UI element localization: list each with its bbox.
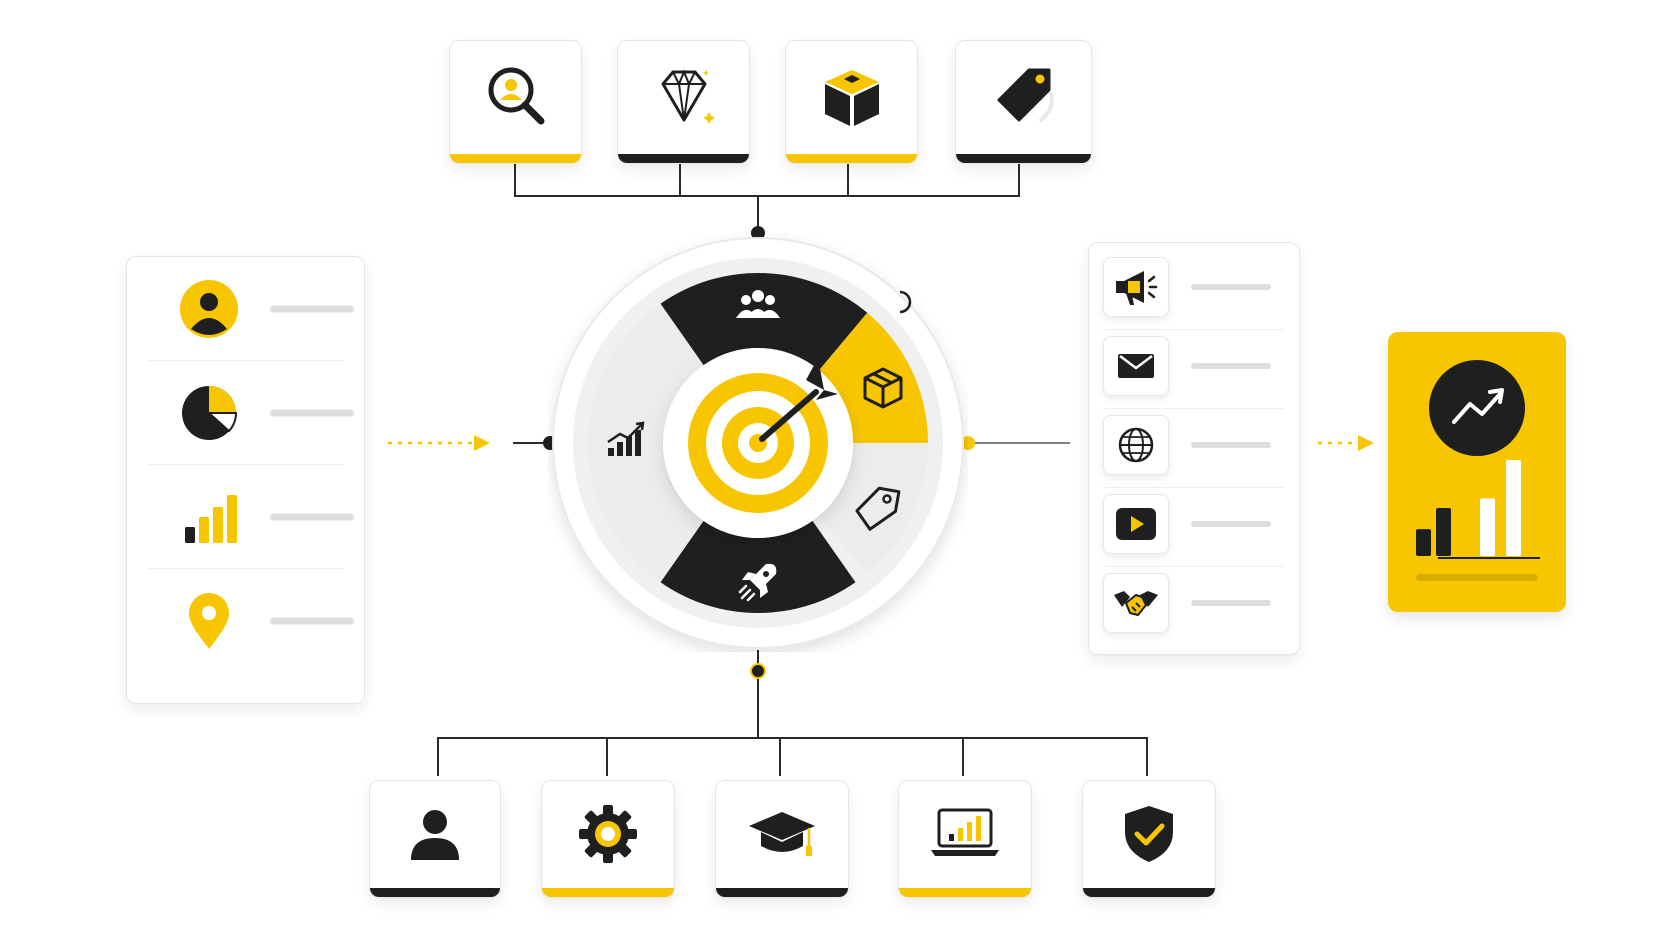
rocket-icon bbox=[738, 563, 777, 602]
channel-email[interactable] bbox=[1103, 336, 1169, 396]
trend-up-icon bbox=[1452, 388, 1504, 424]
result-bar bbox=[1506, 460, 1521, 556]
channel-megaphone[interactable] bbox=[1103, 257, 1169, 317]
right-flow-arrow bbox=[1318, 435, 1374, 451]
wheel-segment-team[interactable] bbox=[660, 273, 868, 371]
bottom-tile-person-bar bbox=[370, 888, 500, 897]
bottom-tile-security[interactable] bbox=[1082, 780, 1216, 898]
location-pin-icon bbox=[189, 593, 229, 649]
audience-row-location[interactable] bbox=[147, 569, 354, 673]
megaphone-icon bbox=[1116, 271, 1158, 305]
audience-row-pie-placeholder bbox=[270, 409, 354, 417]
result-bar-chart bbox=[1416, 460, 1521, 556]
audience-row-bars-placeholder bbox=[270, 513, 354, 521]
bar-chart-icon bbox=[185, 495, 237, 543]
channels-panel bbox=[1088, 242, 1300, 655]
channel-web[interactable] bbox=[1103, 415, 1169, 475]
price-tag-icon bbox=[997, 68, 1054, 123]
diamond-icon bbox=[661, 69, 715, 125]
team-icon bbox=[736, 290, 780, 318]
play-button-icon bbox=[1116, 508, 1156, 540]
audience-row-user[interactable] bbox=[147, 257, 354, 361]
channel-megaphone-placeholder bbox=[1191, 284, 1271, 290]
bottom-junction-dot bbox=[750, 663, 766, 679]
top-junction-dot bbox=[751, 226, 765, 240]
wheel-segment-rocket[interactable] bbox=[660, 520, 856, 613]
top-tile-box[interactable] bbox=[785, 40, 918, 164]
channel-partnership-placeholder bbox=[1191, 600, 1271, 606]
bottom-tile-person[interactable] bbox=[369, 780, 501, 898]
strategy-wheel bbox=[552, 237, 964, 649]
top-tile-box-bar bbox=[786, 154, 917, 163]
shield-check-icon bbox=[1125, 806, 1173, 863]
user-avatar-icon bbox=[180, 280, 238, 338]
globe-icon bbox=[1118, 427, 1154, 463]
channel-email-placeholder bbox=[1191, 363, 1271, 369]
bottom-tile-analytics[interactable] bbox=[898, 780, 1032, 898]
top-tile-diamond-bar bbox=[618, 154, 749, 163]
tag-icon bbox=[855, 486, 901, 531]
audience-row-pie[interactable] bbox=[147, 361, 354, 465]
magnifier-person-icon bbox=[488, 67, 544, 125]
bottom-tile-analytics-bar bbox=[899, 888, 1031, 897]
left-flow-arrow bbox=[388, 435, 490, 451]
audience-row-user-placeholder bbox=[270, 305, 354, 313]
handshake-icon bbox=[1114, 591, 1158, 616]
package-icon bbox=[863, 367, 903, 409]
top-tile-tag[interactable] bbox=[955, 40, 1092, 164]
envelope-icon bbox=[1118, 354, 1154, 378]
top-tile-search-bar bbox=[450, 154, 581, 163]
bottom-tile-settings-bar bbox=[542, 888, 674, 897]
person-icon bbox=[411, 810, 459, 861]
results-card[interactable] bbox=[1388, 332, 1566, 612]
result-bar bbox=[1480, 498, 1495, 556]
channel-web-placeholder bbox=[1191, 442, 1271, 448]
segment-marker-icon bbox=[899, 290, 912, 314]
box-icon bbox=[824, 70, 879, 127]
audience-row-location-placeholder bbox=[270, 617, 354, 625]
channel-video-placeholder bbox=[1191, 521, 1271, 527]
result-bar bbox=[1436, 508, 1451, 556]
bottom-tile-security-bar bbox=[1083, 888, 1215, 897]
audience-panel bbox=[126, 256, 365, 704]
growth-chart-icon bbox=[607, 421, 645, 456]
top-tile-tag-bar bbox=[956, 154, 1091, 163]
channel-video[interactable] bbox=[1103, 494, 1169, 554]
bottom-tile-education-bar bbox=[716, 888, 848, 897]
result-bar bbox=[1416, 529, 1431, 556]
gear-icon bbox=[579, 805, 637, 864]
bottom-tile-education[interactable] bbox=[715, 780, 849, 898]
bottom-tile-settings[interactable] bbox=[541, 780, 675, 898]
pie-chart-icon bbox=[182, 386, 238, 440]
channel-partnership[interactable] bbox=[1103, 573, 1169, 633]
top-tile-search[interactable] bbox=[449, 40, 582, 164]
top-tile-diamond[interactable] bbox=[617, 40, 750, 164]
wheel-segment-growth-chart[interactable] bbox=[587, 303, 704, 583]
target-arrow-icon bbox=[688, 358, 838, 513]
graduation-cap-icon bbox=[749, 812, 815, 857]
laptop-chart-icon bbox=[931, 808, 999, 857]
result-caption-placeholder bbox=[1416, 574, 1538, 581]
audience-row-bars[interactable] bbox=[147, 465, 354, 569]
right-junction-dot bbox=[961, 436, 975, 450]
wheel-segment-package[interactable] bbox=[819, 312, 928, 443]
wheel-segment-tag[interactable] bbox=[819, 443, 928, 574]
